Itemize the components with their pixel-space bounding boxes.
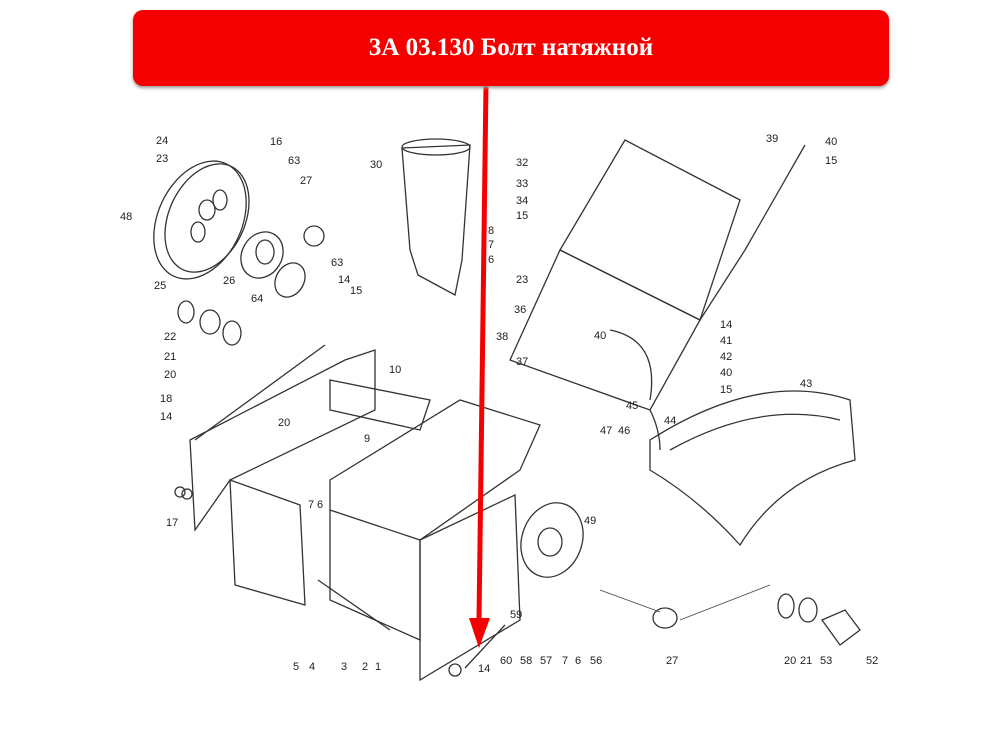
callout: 16	[270, 136, 282, 148]
callout: 40	[594, 330, 606, 342]
callout: 64	[251, 293, 263, 305]
callout: 15	[516, 210, 528, 222]
callout: 58	[520, 655, 532, 667]
callout: 6	[575, 655, 581, 667]
callout: 7	[562, 655, 568, 667]
callout: 7	[308, 499, 314, 511]
callout: 14	[160, 411, 172, 423]
callout: 20	[164, 369, 176, 381]
callout: 49	[584, 515, 596, 527]
callout: 14	[478, 663, 490, 675]
callout: 47	[600, 425, 612, 437]
callout: 30	[370, 159, 382, 171]
callout: 45	[626, 400, 638, 412]
callout: 41	[720, 335, 732, 347]
callout: 46	[618, 425, 630, 437]
callout: 44	[664, 415, 676, 427]
callout: 17	[166, 517, 178, 529]
callout: 38	[496, 331, 508, 343]
callout: 52	[866, 655, 878, 667]
callout: 27	[666, 655, 678, 667]
callout: 23	[156, 153, 168, 165]
callout: 6	[317, 499, 323, 511]
callout: 33	[516, 178, 528, 190]
callout: 27	[300, 175, 312, 187]
callout: 53	[820, 655, 832, 667]
callout: 56	[590, 655, 602, 667]
callout: 60	[500, 655, 512, 667]
callout: 48	[120, 211, 132, 223]
callout: 32	[516, 157, 528, 169]
callout: 43	[800, 378, 812, 390]
callout: 24	[156, 135, 168, 147]
callout: 57	[540, 655, 552, 667]
callout: 2	[362, 661, 368, 673]
callout: 39	[766, 133, 778, 145]
callout: 8	[488, 225, 494, 237]
callout: 18	[160, 393, 172, 405]
callout: 22	[164, 331, 176, 343]
callout: 4	[309, 661, 315, 673]
callout: 40	[825, 136, 837, 148]
callout: 37	[516, 356, 528, 368]
callout: 40	[720, 367, 732, 379]
callout: 14	[338, 274, 350, 286]
callout: 34	[516, 195, 528, 207]
callout: 42	[720, 351, 732, 363]
callout: 15	[825, 155, 837, 167]
callout: 1	[375, 661, 381, 673]
callout: 23	[516, 274, 528, 286]
callout: 5	[293, 661, 299, 673]
callout: 25	[154, 280, 166, 292]
callout: 21	[164, 351, 176, 363]
callout: 6	[488, 254, 494, 266]
callout: 63	[331, 257, 343, 269]
callout: 20	[784, 655, 796, 667]
callout: 9	[364, 433, 370, 445]
callout: 7	[488, 239, 494, 251]
callout: 20	[278, 417, 290, 429]
callout: 10	[389, 364, 401, 376]
callout: 36	[514, 304, 526, 316]
callout: 15	[350, 285, 362, 297]
callout: 21	[800, 655, 812, 667]
callout: 14	[720, 319, 732, 331]
callout: 3	[341, 661, 347, 673]
part-title-banner: 3А 03.130 Болт натяжной	[133, 10, 889, 86]
callout: 59	[510, 609, 522, 621]
callout: 15	[720, 384, 732, 396]
callout-labels: 24 23 48 16 63 27 30 25 26 64 63 14 15 2…	[120, 133, 878, 675]
part-title: 3А 03.130 Болт натяжной	[368, 34, 654, 61]
pointer-arrow	[469, 83, 490, 648]
parts-drawing	[153, 138, 861, 682]
callout: 26	[223, 275, 235, 287]
callout: 63	[288, 155, 300, 167]
